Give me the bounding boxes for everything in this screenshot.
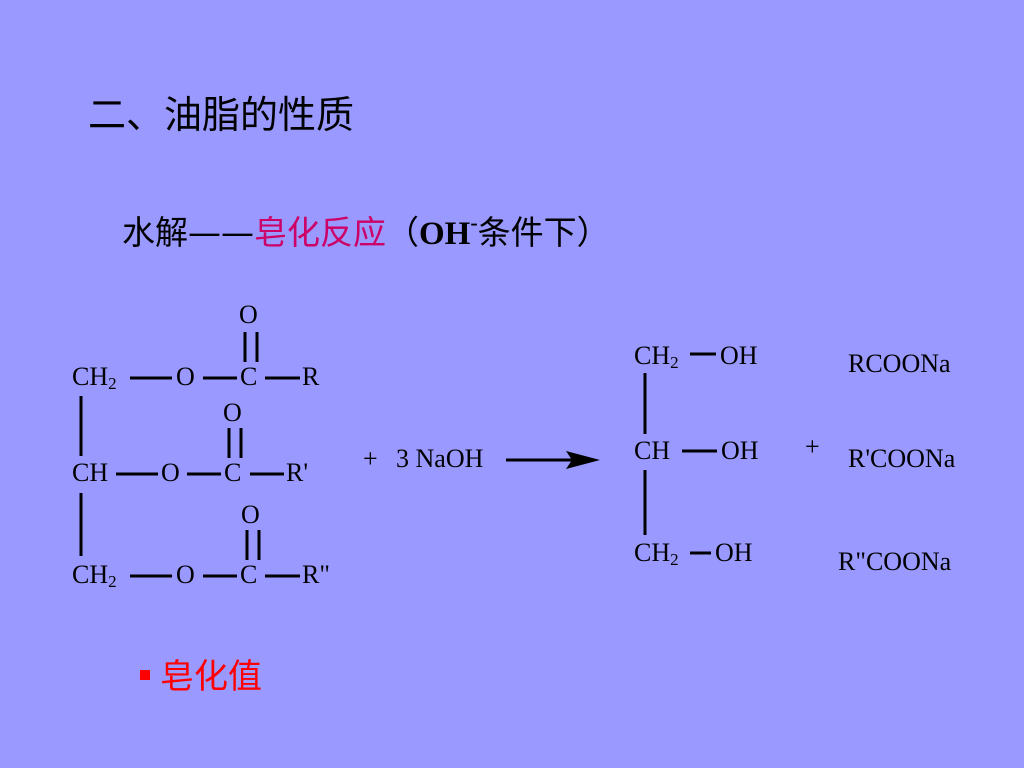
row3-ester-o: O: [176, 560, 195, 589]
row1-carbonyl-o: O: [239, 300, 258, 329]
subtitle-prefix: 水解——: [122, 213, 254, 252]
row1-ester-o: O: [176, 362, 195, 391]
row2-ester-o: O: [161, 458, 180, 487]
subtitle-oh-charge: -: [470, 210, 478, 235]
glycerol-row3-oh: OH: [715, 538, 753, 567]
glycerol-row1-oh: OH: [720, 341, 758, 370]
glycerol-row2-oh: OH: [721, 436, 759, 465]
reagent-plus: +: [363, 444, 378, 473]
page-title: 二、油脂的性质: [88, 93, 355, 137]
row2-r-group: R': [286, 458, 309, 487]
row2-carbon: C: [224, 458, 242, 487]
row3-carbonyl-o: O: [241, 500, 260, 529]
bullet-text: 皂化值: [160, 657, 262, 697]
soap-2: R'COONa: [848, 444, 956, 473]
glycerol-row2-ch: CH: [634, 436, 671, 465]
row2-carbonyl-o: O: [223, 398, 242, 427]
soap-3: R"COONa: [838, 547, 952, 576]
row3-ch2: CH2: [72, 560, 117, 591]
reaction-arrow-head: [566, 451, 600, 469]
row2-ch: CH: [72, 458, 109, 487]
soap-1: RCOONa: [848, 349, 951, 378]
subtitle: 水解——皂化反应（OH-条件下）: [122, 206, 610, 254]
subtitle-open-paren: （: [386, 213, 419, 252]
subtitle-condition: 条件下）: [477, 213, 610, 252]
product-plus: +: [805, 432, 820, 461]
glycerol-row3-ch2: CH2: [634, 538, 679, 569]
glycerol-row1-ch2: CH2: [634, 341, 679, 372]
row3-r-group: R": [302, 560, 330, 589]
row3-carbon: C: [240, 560, 258, 589]
subtitle-oh: OH: [419, 216, 471, 252]
subtitle-highlight: 皂化反应: [254, 213, 386, 252]
reagent-naoh: 3 NaOH: [396, 444, 484, 473]
row1-ch2: CH2: [72, 362, 117, 393]
row1-r-group: R: [302, 362, 320, 391]
bullet-item: 皂化值: [140, 649, 262, 698]
row1-carbon: C: [240, 362, 258, 391]
bullet-square-icon: [140, 670, 150, 680]
